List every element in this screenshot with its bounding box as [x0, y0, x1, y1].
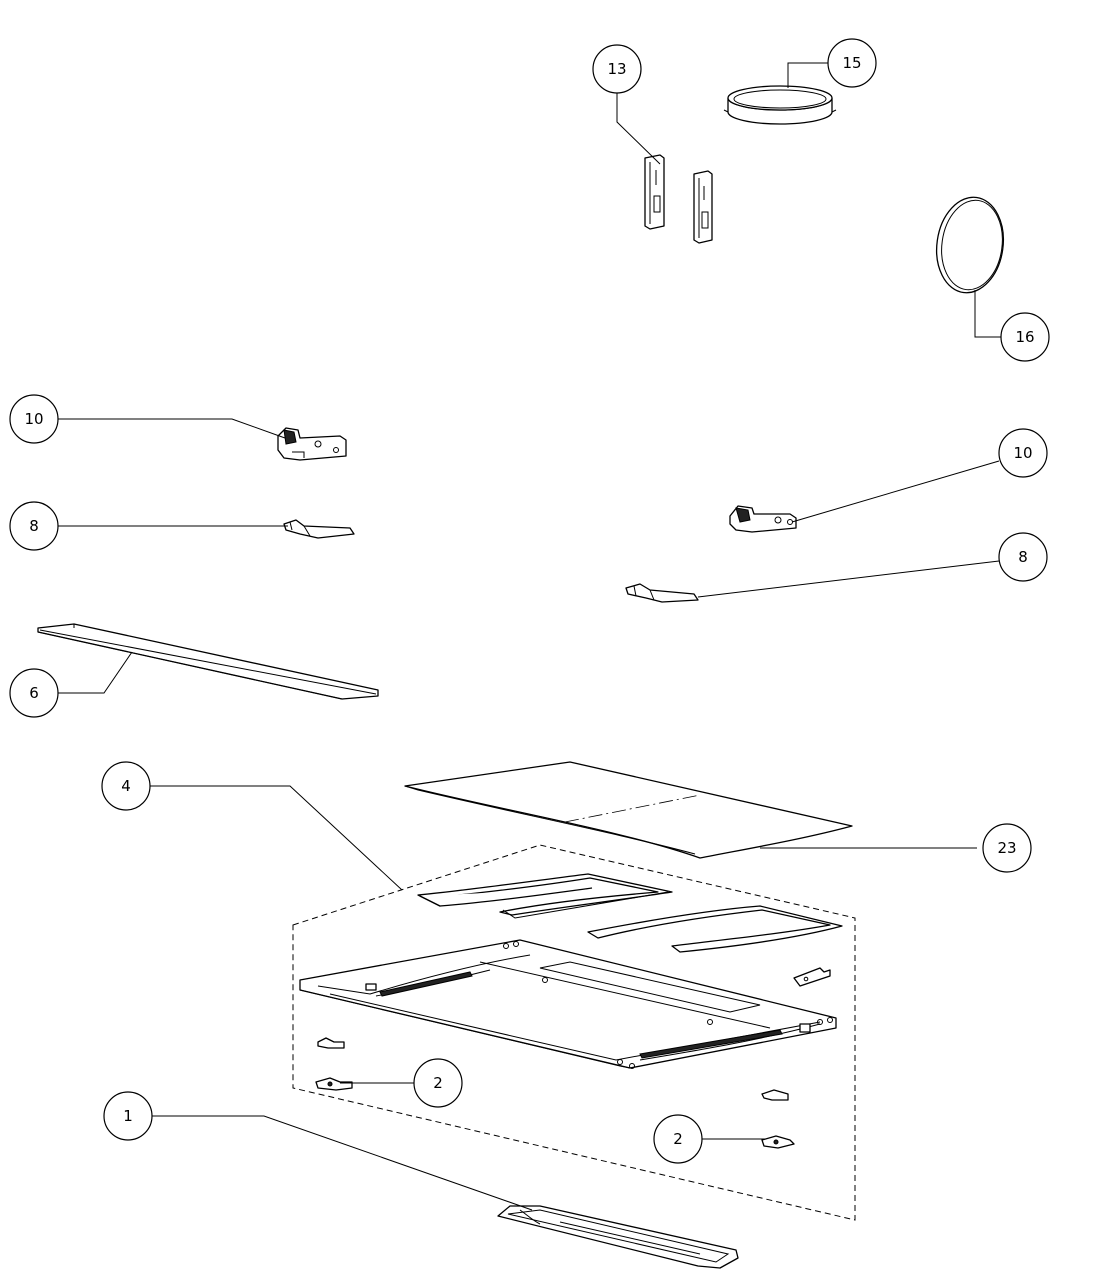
callout-2-left: 2 — [413, 1058, 463, 1108]
leader-lines — [58, 62, 1001, 1211]
part-4-filter-panels — [417, 873, 843, 953]
part-6-glass-strip — [37, 623, 379, 700]
svg-text:6: 6 — [29, 684, 39, 702]
part-4-hood-body — [299, 939, 837, 1069]
callout-10-right: 10 — [998, 428, 1048, 478]
part-15-collar-ring — [723, 85, 837, 125]
callout-4: 4 — [101, 761, 151, 811]
callout-15: 15 — [827, 38, 877, 88]
part-23-glass-canopy — [404, 761, 853, 859]
callout-2-right: 2 — [653, 1114, 703, 1164]
svg-text:2: 2 — [673, 1130, 683, 1148]
svg-text:2: 2 — [433, 1074, 443, 1092]
svg-text:4: 4 — [121, 777, 131, 795]
part-10-hinge-right — [729, 505, 797, 533]
svg-text:8: 8 — [29, 517, 39, 535]
callout-16: 16 — [1000, 312, 1050, 362]
svg-text:13: 13 — [607, 60, 626, 78]
callout-13: 13 — [592, 44, 642, 94]
callout-8-right: 8 — [998, 532, 1048, 582]
svg-text:15: 15 — [842, 54, 861, 72]
svg-text:10: 10 — [1013, 444, 1032, 462]
svg-text:16: 16 — [1015, 328, 1034, 346]
part-4-assembly-outline — [292, 844, 856, 1221]
svg-text:23: 23 — [997, 839, 1016, 857]
part-10-hinge-left — [277, 427, 347, 461]
callout-8-left: 8 — [9, 501, 59, 551]
part-8-lever-right — [625, 583, 699, 603]
callout-6: 6 — [9, 668, 59, 718]
callout-23: 23 — [982, 823, 1032, 873]
part-2-clips — [315, 1037, 795, 1149]
callout-1: 1 — [103, 1091, 153, 1141]
part-1-light-cover — [497, 1205, 739, 1269]
svg-text:1: 1 — [123, 1107, 133, 1125]
part-4-clip — [793, 967, 831, 987]
svg-text:10: 10 — [24, 410, 43, 428]
part-16-backdraft-flap — [935, 196, 1005, 294]
part-8-lever-left — [283, 519, 355, 539]
callout-10-left: 10 — [9, 394, 59, 444]
svg-text:8: 8 — [1018, 548, 1028, 566]
part-13-wall-brackets — [644, 154, 713, 244]
